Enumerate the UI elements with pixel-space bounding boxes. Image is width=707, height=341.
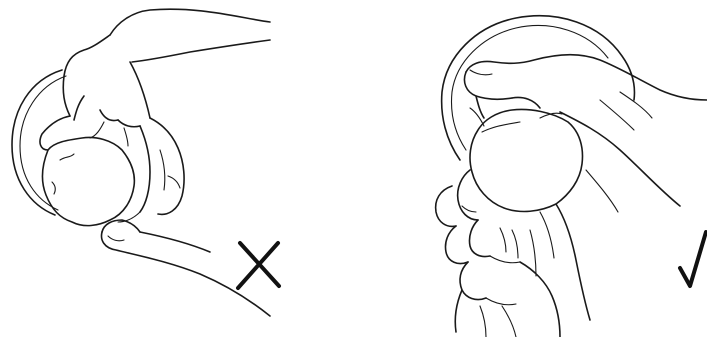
wrong-grip-panel: [12, 9, 279, 316]
check-mark-icon: [680, 232, 706, 286]
right-knob: [470, 108, 582, 211]
left-hand: [40, 9, 270, 222]
left-knob: [42, 138, 134, 226]
left-thumb: [102, 220, 270, 316]
right-hand-upper: [464, 55, 707, 212]
cross-mark-icon: [238, 243, 279, 288]
correct-grip-panel: [436, 16, 707, 337]
